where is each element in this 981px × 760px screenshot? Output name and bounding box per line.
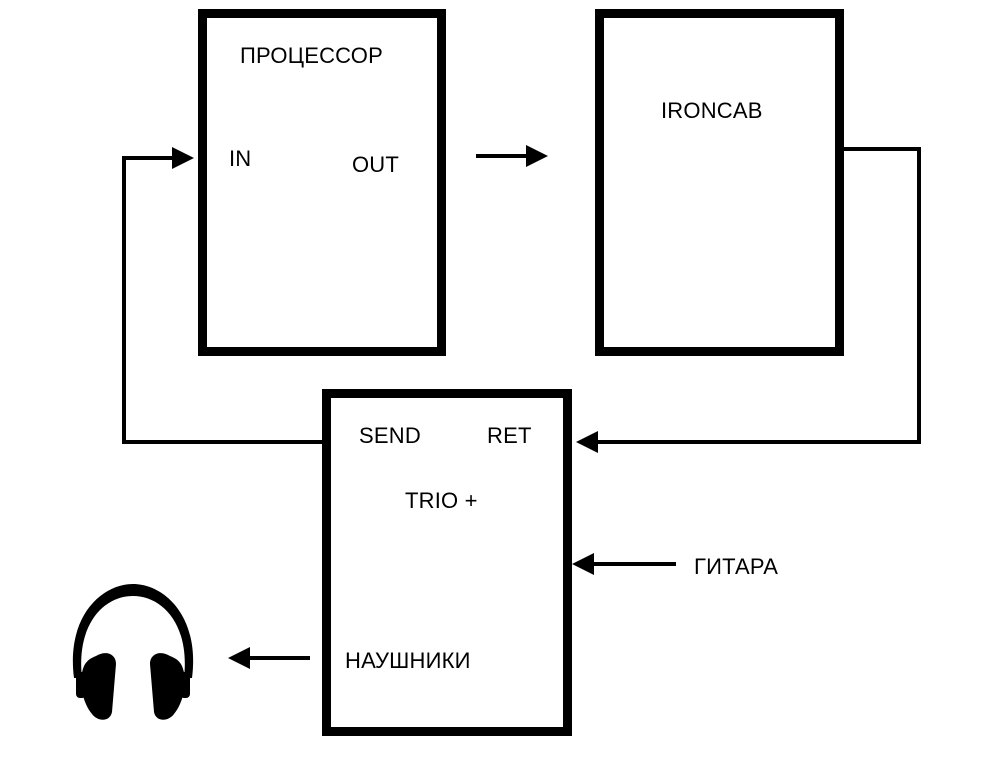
arrow-into-trio-guitar xyxy=(572,553,594,575)
arrow-into-processor-in xyxy=(172,147,194,169)
trio-send-label: SEND xyxy=(359,423,421,448)
trio-ret-label: RET xyxy=(487,423,532,448)
processor-title: ПРОЦЕССОР xyxy=(240,43,383,68)
guitar-label: ГИТАРА xyxy=(694,554,779,579)
processor-out-label: OUT xyxy=(352,152,400,177)
ironcab-box xyxy=(595,9,844,356)
trio-headphones-label: НАУШНИКИ xyxy=(345,648,471,673)
ironcab-title: IRONCAB xyxy=(661,98,763,123)
arrow-into-trio-ret xyxy=(576,431,598,453)
trio-box xyxy=(322,389,572,736)
trio-title: TRIO + xyxy=(405,488,478,513)
ironcab-to-ret-wire xyxy=(598,147,921,444)
arrow-into-ironcab xyxy=(526,145,548,167)
headphones-icon xyxy=(72,584,194,720)
send-to-in-wire xyxy=(122,156,323,444)
processor-box xyxy=(198,9,446,356)
processor-in-label: IN xyxy=(229,146,252,171)
arrow-into-headphones xyxy=(228,647,250,669)
